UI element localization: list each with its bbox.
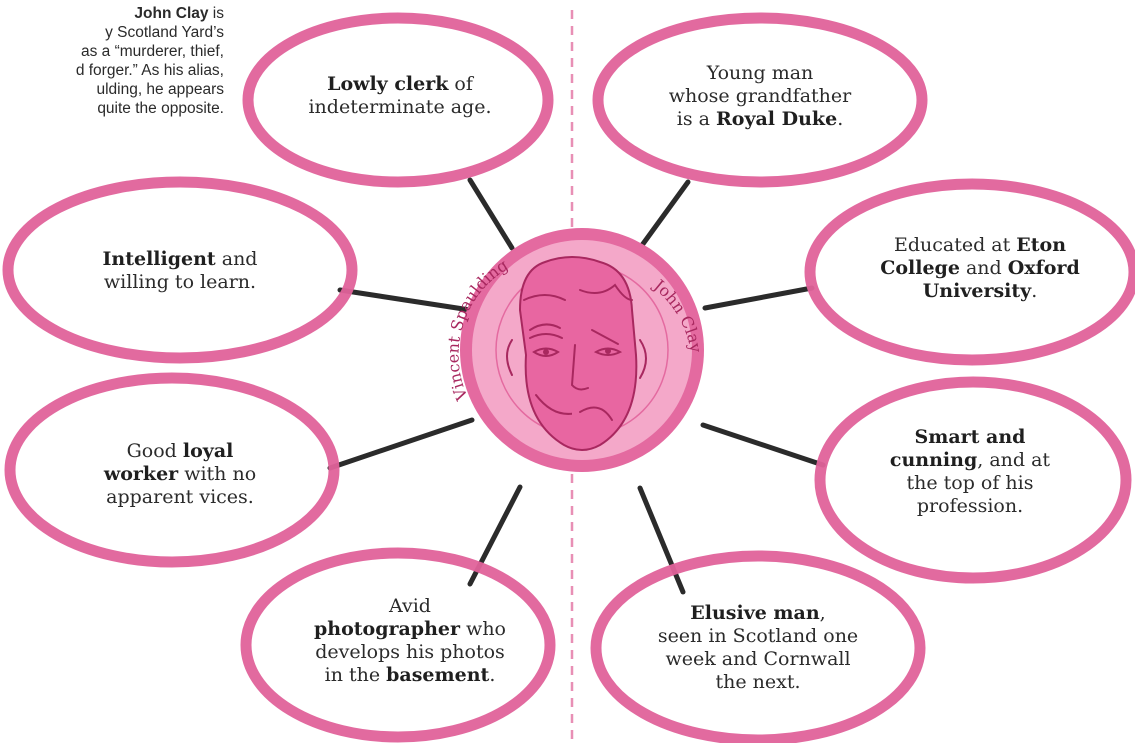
intro-line: as a “murderer, thief, [0, 42, 224, 61]
text-run: . [837, 108, 843, 130]
bubble-text-intelligent: Intelligent and willing to learn. [70, 248, 290, 294]
text-run: . [1031, 280, 1037, 302]
text-run: ulding, he appears [96, 81, 224, 98]
bold-text: photographer [314, 618, 460, 640]
bold-text: loyal [183, 440, 233, 462]
bold-text: Oxford [1008, 257, 1080, 279]
bubble-text-eton: Educated at Eton College and Oxford Univ… [860, 234, 1100, 303]
intro-paragraph: John Clay is y Scotland Yard’s as a “mur… [0, 4, 224, 118]
text-run: is a [677, 108, 716, 130]
bubble-line: Smart and [860, 426, 1080, 449]
text-run: Good [127, 440, 183, 462]
bubble-line: indeterminate age. [290, 96, 510, 119]
connector-loyal-worker [330, 420, 472, 468]
bubble-line: the next. [648, 671, 868, 694]
bold-text: cunning [890, 449, 977, 471]
bubble-line: worker with no [70, 463, 290, 486]
text-run: willing to learn. [104, 271, 256, 293]
bubble-text-photographer: Avid photographer who develops his photo… [300, 595, 520, 687]
text-run: Educated at [894, 234, 1016, 256]
bubble-line: photographer who [300, 618, 520, 641]
connector-smart-cunning [703, 425, 823, 465]
intro-line: d forger.” As his alias, [0, 61, 224, 80]
bubble-text-elusive-man: Elusive man, seen in Scotland one week a… [648, 602, 868, 694]
bold-text: Eton [1016, 234, 1066, 256]
text-run: is [209, 5, 225, 22]
bubble-line: week and Cornwall [648, 648, 868, 671]
bold-text: Intelligent [103, 248, 216, 270]
text-run: . [489, 664, 495, 686]
bubble-line: University. [860, 280, 1100, 303]
bold-text: Royal Duke [716, 108, 837, 130]
connector-lowly-clerk [470, 180, 512, 248]
text-run: quite the opposite. [97, 100, 224, 117]
text-run: as a “murderer, thief, [81, 43, 224, 60]
text-run: indeterminate age. [308, 96, 491, 118]
bubble-line: profession. [860, 495, 1080, 518]
bubble-line: Educated at Eton [860, 234, 1100, 257]
bubble-line: the top of his [860, 472, 1080, 495]
text-run: seen in Scotland one [658, 625, 858, 647]
bubble-text-lowly-clerk: Lowly clerk of indeterminate age. [290, 73, 510, 119]
intro-line: John Clay is [0, 4, 224, 23]
text-run: apparent vices. [106, 486, 254, 508]
bubble-line: willing to learn. [70, 271, 290, 294]
coin-medallion: Vincent Spaulding John Clay [443, 228, 705, 472]
text-run: the top of his [906, 472, 1033, 494]
intro-line: y Scotland Yard’s [0, 23, 224, 42]
bold-text: John Clay [134, 5, 208, 22]
intro-line: quite the opposite. [0, 99, 224, 118]
text-run: , [820, 602, 826, 624]
bubble-line: develops his photos [300, 641, 520, 664]
text-run: Young man [707, 62, 814, 84]
bubble-line: is a Royal Duke. [650, 108, 870, 131]
bubble-line: Intelligent and [70, 248, 290, 271]
text-run: , and at [977, 449, 1050, 471]
bubble-line: Elusive man, [648, 602, 868, 625]
text-run: and [216, 248, 258, 270]
text-run: with no [178, 463, 256, 485]
bubble-text-loyal-worker: Good loyal worker with no apparent vices… [70, 440, 290, 509]
bold-text: Lowly clerk [327, 73, 448, 95]
bubble-line: cunning, and at [860, 449, 1080, 472]
text-run: profession. [917, 495, 1023, 517]
bubble-line: apparent vices. [70, 486, 290, 509]
connector-royal-duke [640, 182, 688, 248]
bubble-line: seen in Scotland one [648, 625, 868, 648]
text-run: develops his photos [315, 641, 505, 663]
bold-text: Smart and [915, 426, 1026, 448]
bubble-line: Avid [300, 595, 520, 618]
connector-eton [705, 288, 812, 308]
text-run: Avid [389, 595, 431, 617]
bubble-line: in the basement. [300, 664, 520, 687]
bubble-line: Lowly clerk of [290, 73, 510, 96]
bold-text: College [880, 257, 960, 279]
bold-text: worker [104, 463, 178, 485]
bubble-text-royal-duke: Young man whose grandfather is a Royal D… [650, 62, 870, 131]
text-run: y Scotland Yard’s [105, 24, 224, 41]
bold-text: basement [386, 664, 489, 686]
intro-line: ulding, he appears [0, 80, 224, 99]
text-run: of [448, 73, 473, 95]
connector-intelligent [340, 290, 470, 310]
bold-text: University [923, 280, 1031, 302]
text-run: whose grandfather [669, 85, 852, 107]
bubble-line: College and Oxford [860, 257, 1100, 280]
text-run: who [460, 618, 506, 640]
text-run: week and Cornwall [665, 648, 850, 670]
text-run: d forger.” As his alias, [76, 62, 224, 79]
text-run: and [960, 257, 1008, 279]
bubble-line: Good loyal [70, 440, 290, 463]
bubble-line: whose grandfather [650, 85, 870, 108]
bold-text: Elusive man [690, 602, 819, 624]
text-run: the next. [715, 671, 800, 693]
bubble-text-smart-cunning: Smart and cunning, and at the top of his… [860, 426, 1080, 518]
bubble-line: Young man [650, 62, 870, 85]
text-run: in the [325, 664, 387, 686]
